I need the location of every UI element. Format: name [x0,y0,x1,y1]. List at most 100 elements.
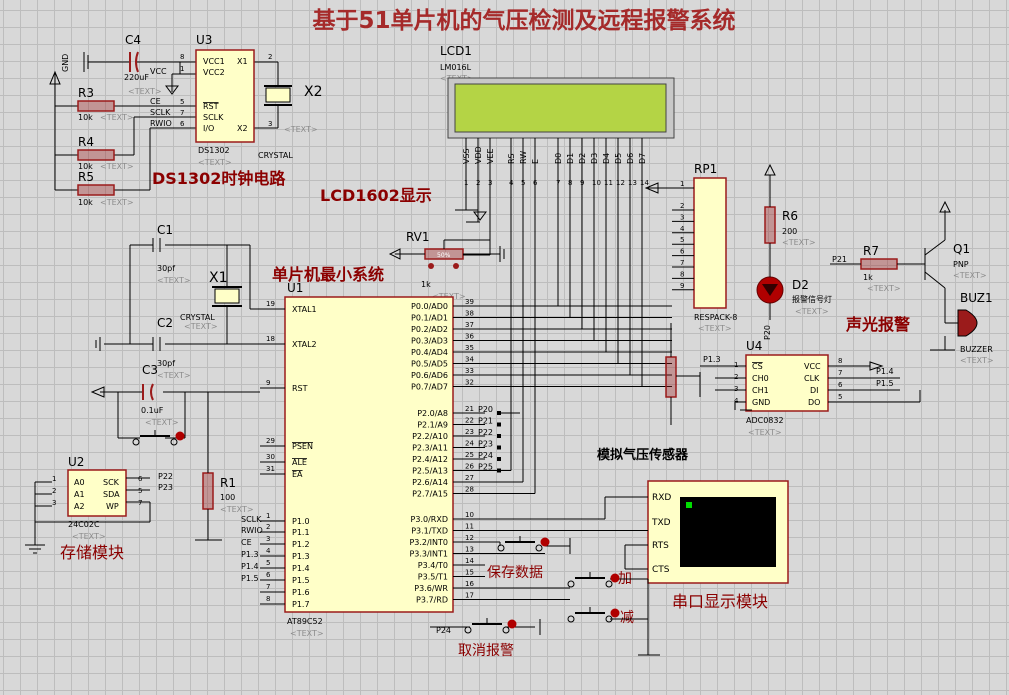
mcu-p2-net: P25 [478,463,493,472]
svg-text:<TEXT>: <TEXT> [748,428,782,437]
svg-text:CRYSTAL: CRYSTAL [180,313,215,322]
resistor-r4: R4 10k <TEXT> [77,135,134,171]
svg-text:C3: C3 [142,363,158,377]
svg-text:CTS: CTS [652,565,670,575]
mcu-pin-num: 6 [266,571,271,579]
svg-text:5: 5 [180,98,184,106]
svg-text:<TEXT>: <TEXT> [184,322,218,331]
svg-text:6: 6 [180,120,185,128]
svg-text:1: 1 [180,65,184,73]
svg-text:<TEXT>: <TEXT> [100,198,134,207]
rp1-pin-num: 9 [680,282,684,290]
mcu-pin-labels: 19XTAL118XTAL29RST29PSEN30ALE31EA1P1.02P… [241,298,501,609]
lcd-pin-num: 12 [616,179,625,187]
mcu-pin-num: 24 [465,440,474,448]
svg-text:3: 3 [734,385,738,393]
sub-button[interactable] [567,607,620,623]
label-storage-module: 存储模块 [60,543,124,562]
wires [25,138,958,656]
mcu-pin-label: P2.4/A12 [412,455,448,464]
svg-text:1: 1 [734,361,738,369]
mcu-pin-label: P2.0/A8 [417,409,448,418]
svg-text:<TEXT>: <TEXT> [198,158,232,167]
svg-text:D2: D2 [792,278,809,292]
reset-section: C3 0.1uF <TEXT> R1 100 <TEXT> [141,363,254,514]
svg-text:GND: GND [752,398,770,407]
virtual-terminal[interactable]: RXD TXD RTS CTS [647,480,789,584]
cancel-alarm-button[interactable] [464,618,517,634]
mcu-pin-label: P2.5/A13 [412,467,448,476]
mcu-p1-net: CE [241,538,252,547]
crystal-x2: X2 CRYSTAL <TEXT> [258,84,323,160]
mcu-pin-num: 28 [465,486,474,494]
mcu-pin-label: P1.2 [292,540,310,549]
rp1-pin-num: 3 [680,213,684,221]
mcu-pin-num: 18 [266,335,275,343]
label-mcu-minimal: 单片机最小系统 [272,265,384,284]
mcu-pin-num: 34 [465,356,474,364]
mcu-pin-label: P1.5 [292,576,310,585]
svg-text:P23: P23 [158,483,173,492]
mcu-pin-label: P3.0/RXD [411,515,448,524]
svg-text:TXD: TXD [651,518,671,528]
svg-text:CS: CS [752,362,763,371]
label-serial-display: 串口显示模块 [672,592,768,611]
svg-text:<TEXT>: <TEXT> [220,505,254,514]
svg-text:R7: R7 [863,244,879,258]
adc-adc0832: U4 ADC0832 <TEXT> CS CH0 CH1 GND VCC CLK… [703,339,894,437]
svg-text:R6: R6 [782,209,798,223]
mcu-pin-label: PSEN [292,442,313,451]
svg-text:CH0: CH0 [752,374,769,383]
mcu-pin-num: 14 [465,557,474,565]
mcu-pin-num: 22 [465,417,474,425]
svg-text:<TEXT>: <TEXT> [145,418,179,427]
mcu-pin-num: 3 [266,535,270,543]
save-data-button[interactable] [497,536,550,552]
svg-text:7: 7 [838,369,842,377]
svg-text:R3: R3 [78,86,94,100]
svg-text:<TEXT>: <TEXT> [795,307,829,316]
mcu-pin-label: RST [292,384,308,393]
svg-text:RESPACK-8: RESPACK-8 [694,313,737,322]
mcu-pin-num: 39 [465,298,474,306]
add-button[interactable] [567,572,620,588]
svg-text:2: 2 [52,487,56,495]
ds1302-section [49,51,279,191]
svg-text:A0: A0 [74,478,85,487]
c4-value: 220uF [124,73,149,82]
svg-text:RTS: RTS [652,541,669,551]
svg-text:10k: 10k [78,162,93,171]
svg-text:AT89C52: AT89C52 [287,617,323,626]
lcd-lm016l: LCD1 LM016L <TEXT> VSS1VDD2VEE3RS4RW5E6D… [440,44,675,187]
mcu-p1-net: P1.5 [241,574,259,583]
reset-button[interactable] [132,430,185,446]
svg-text:R5: R5 [78,170,94,184]
diagram-title: 基于51单片机的气压检测及远程报警系统 [312,7,735,34]
mcu-pin-label: P0.5/AD5 [411,360,448,369]
svg-text:4: 4 [734,397,739,405]
svg-text:I/O: I/O [203,124,214,133]
svg-text:DO: DO [808,398,820,407]
mcu-pin-num: 19 [266,300,275,308]
mcu-pin-label: XTAL1 [292,305,317,314]
svg-text:3: 3 [268,120,272,128]
mcu-pin-num: 17 [465,592,474,600]
c4-text: <TEXT> [128,87,162,96]
mcu-pin-label: P1.4 [292,564,310,573]
mcu-pin-label: ALE [292,458,307,467]
mcu-pin-num: 16 [465,580,474,588]
rtc-net-labels: CE SCLK RWIO [150,97,172,128]
vcc-label: VCC [150,67,167,76]
mcu-pin-num: 9 [266,379,270,387]
label-sound-light-alarm: 声光报警 [845,315,910,334]
ic-u3-ds1302: U3 DS1302 <TEXT> VCC1 VCC2 RST SCLK I/O … [180,33,272,167]
svg-text:5: 5 [138,487,142,495]
svg-text:U4: U4 [746,339,762,353]
mcu-pin-num: 4 [266,547,271,555]
mcu-p2-net: P21 [478,417,493,426]
svg-text:<TEXT>: <TEXT> [100,162,134,171]
svg-text:BUZ1: BUZ1 [960,291,993,305]
mcu-pin-num: 32 [465,379,474,387]
